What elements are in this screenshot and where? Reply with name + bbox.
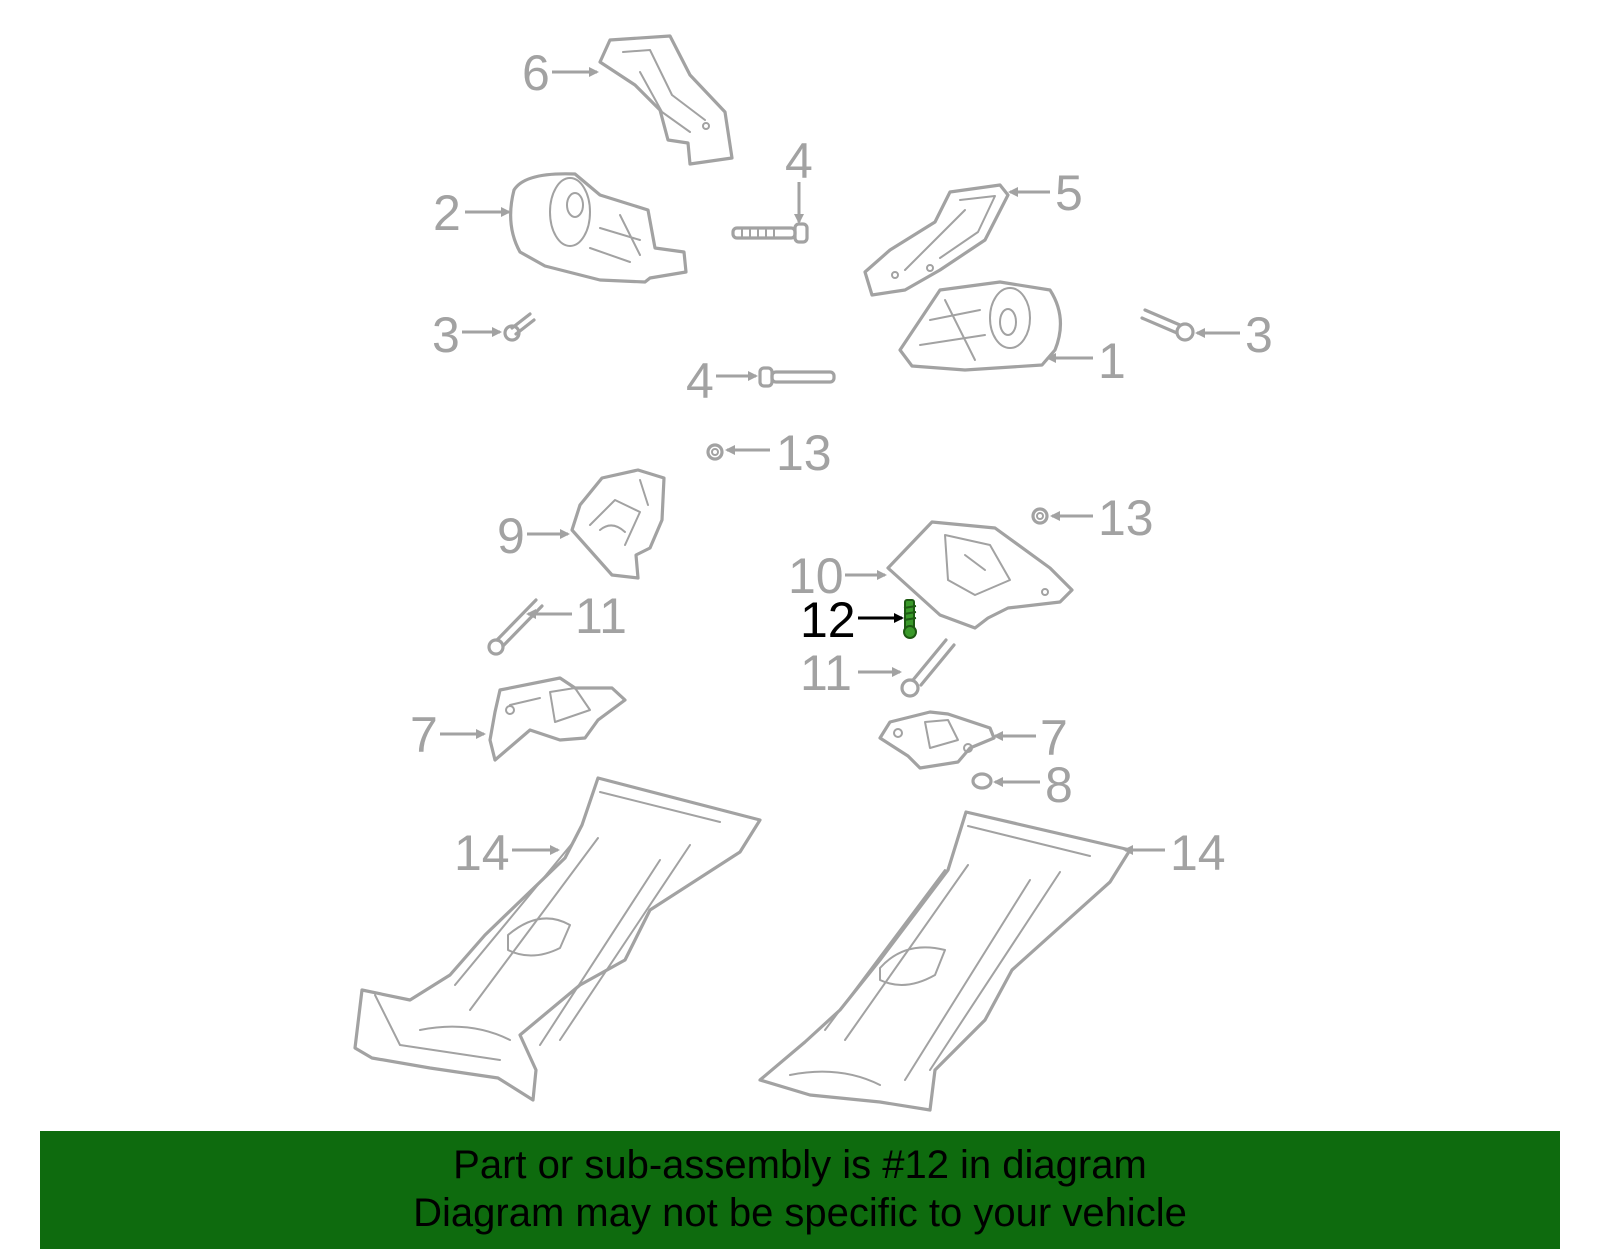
part-14-skid-plate-left	[353, 776, 762, 1102]
part-7-mount-right	[878, 710, 996, 770]
callout-8: 8	[993, 757, 1073, 813]
callout-4-middle: 4	[686, 353, 758, 409]
part-6-bracket	[598, 34, 734, 166]
svg-text:3: 3	[432, 307, 460, 363]
part-11-bolt-left	[487, 598, 544, 656]
svg-text:2: 2	[433, 185, 461, 241]
callout-12: 12	[800, 592, 904, 648]
callout-3-left: 3	[432, 307, 502, 363]
part-info-banner: Part or sub-assembly is #12 in diagram D…	[40, 1131, 1560, 1249]
callout-7-right: 7	[993, 710, 1068, 766]
callout-9: 9	[497, 508, 570, 564]
callout-10: 10	[788, 548, 887, 604]
banner-line-2: Diagram may not be specific to your vehi…	[413, 1191, 1187, 1235]
svg-text:14: 14	[1170, 825, 1226, 881]
part-2-engine-mount	[509, 172, 688, 284]
callout-2: 2	[433, 185, 511, 241]
part-4-bolt-top	[731, 222, 809, 244]
part-11-bolt-right	[900, 638, 956, 698]
svg-text:11: 11	[575, 588, 627, 644]
svg-text:8: 8	[1045, 757, 1073, 813]
part-13-nut-lower	[1031, 507, 1049, 525]
part-3-bolt-right	[1140, 308, 1195, 342]
part-1-engine-mount	[898, 280, 1063, 372]
callout-14-right: 14	[1123, 825, 1226, 881]
part-5-bracket	[863, 183, 1010, 297]
svg-text:7: 7	[410, 707, 438, 763]
part-8-washer	[971, 772, 993, 790]
svg-text:1: 1	[1098, 333, 1126, 389]
svg-text:5: 5	[1055, 165, 1083, 221]
part-7-mount-left	[488, 676, 627, 762]
svg-text:4: 4	[785, 133, 813, 189]
part-10-bracket	[886, 520, 1074, 630]
callout-11-right: 11	[800, 645, 902, 701]
svg-text:4: 4	[686, 353, 714, 409]
svg-text:9: 9	[497, 508, 525, 564]
callout-13-lower: 13	[1050, 490, 1154, 546]
callout-5: 5	[1008, 165, 1083, 221]
callout-3-right: 3	[1195, 307, 1273, 363]
svg-text:10: 10	[788, 548, 844, 604]
callout-11-left: 11	[526, 588, 627, 644]
part-9-bracket	[570, 468, 666, 580]
svg-text:12: 12	[800, 592, 856, 648]
callout-6: 6	[522, 45, 599, 101]
callout-13-upper: 13	[725, 425, 832, 481]
svg-text:13: 13	[776, 425, 832, 481]
banner-line-1: Part or sub-assembly is #12 in diagram	[453, 1143, 1147, 1187]
part-12-stud	[903, 599, 917, 639]
part-14-skid-plate-right	[758, 810, 1132, 1112]
svg-text:11: 11	[800, 645, 852, 701]
svg-text:14: 14	[454, 825, 510, 881]
part-3-bolt-left	[503, 312, 536, 342]
svg-text:7: 7	[1040, 710, 1068, 766]
callout-4-top: 4	[785, 133, 813, 224]
part-4-bolt-middle	[758, 366, 836, 388]
svg-text:3: 3	[1245, 307, 1273, 363]
callout-14-left: 14	[454, 825, 560, 881]
svg-text:6: 6	[522, 45, 550, 101]
svg-text:13: 13	[1098, 490, 1154, 546]
callout-1: 1	[1046, 333, 1126, 389]
part-13-nut-upper	[706, 443, 724, 461]
callout-7-left: 7	[410, 707, 486, 763]
